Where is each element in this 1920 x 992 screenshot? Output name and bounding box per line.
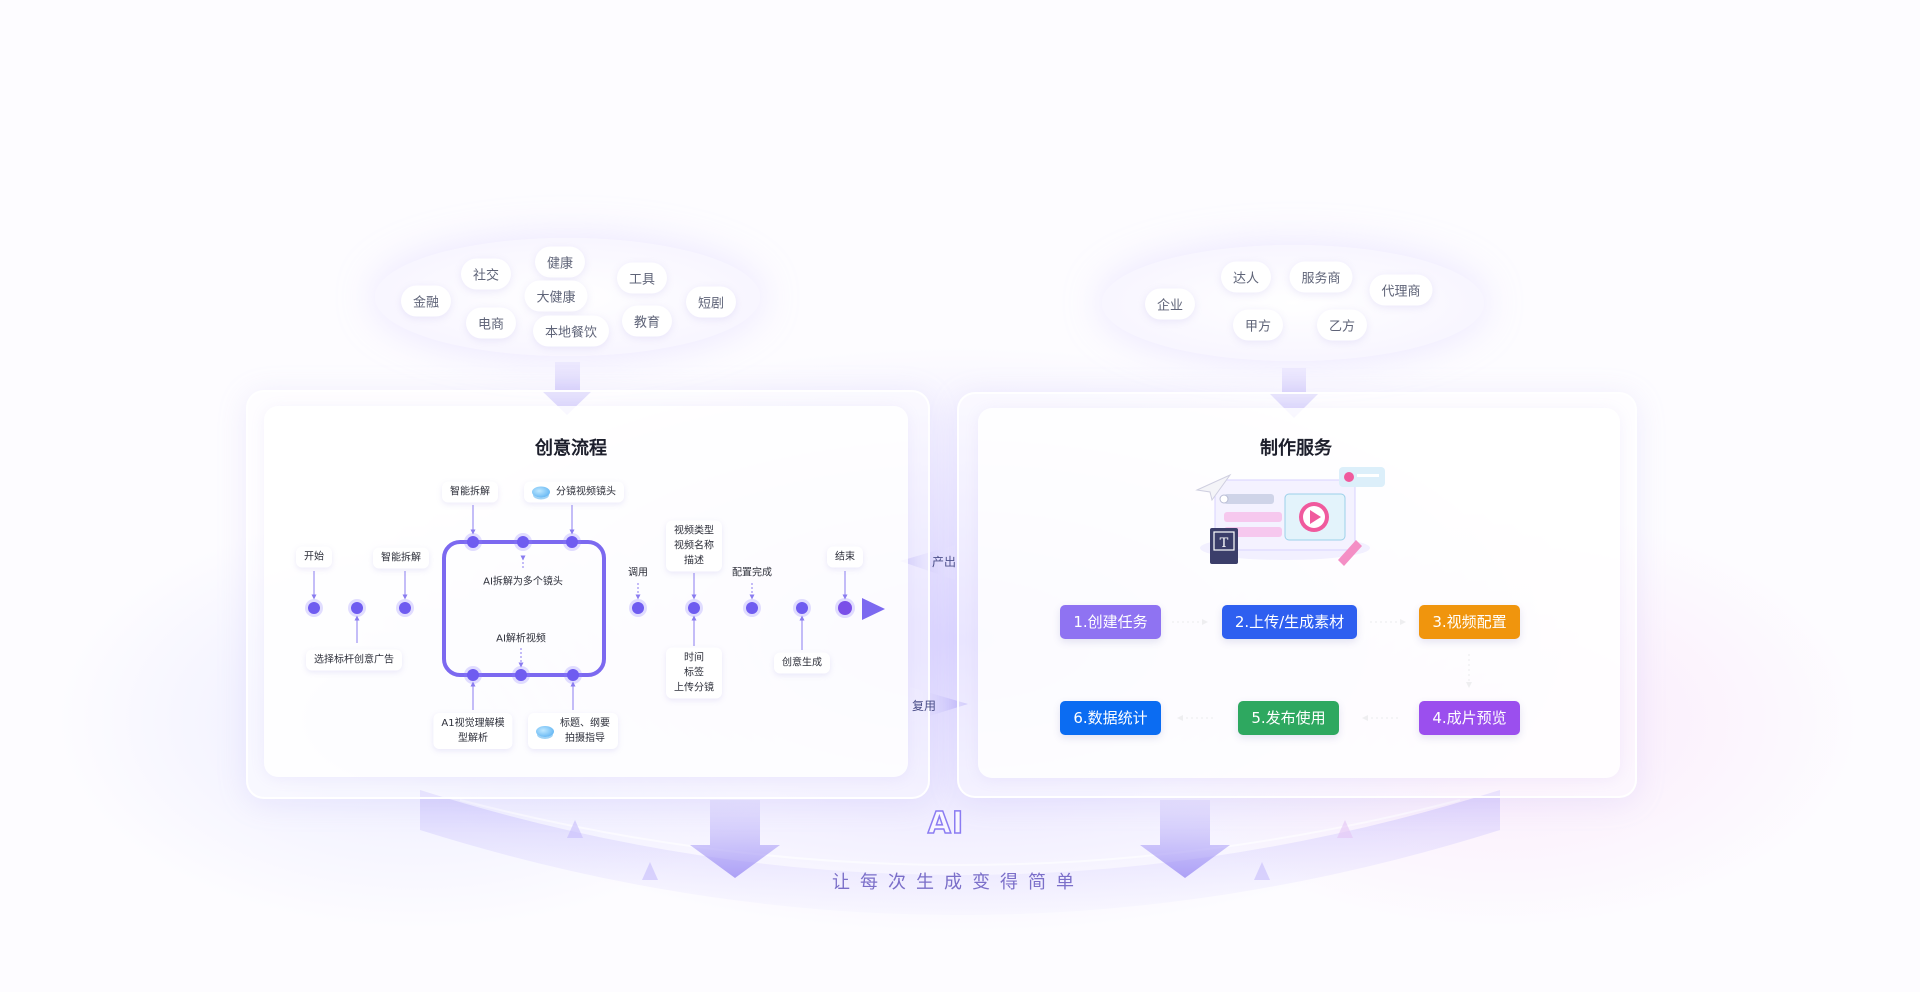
step-statistics[interactable]: 6.数据统计 xyxy=(1060,701,1161,735)
down-arrow-right xyxy=(1140,800,1230,878)
industry-tag: 大健康 xyxy=(524,280,588,312)
node-config-done xyxy=(746,602,758,614)
step-create-task-label: 1.创建任务 xyxy=(1073,613,1148,631)
step-preview[interactable]: 4.成片预览 xyxy=(1419,701,1520,735)
database-icon xyxy=(536,725,554,737)
paper-plane-icon xyxy=(1195,473,1232,502)
node-box-top-2 xyxy=(517,536,529,548)
node-box-top-3 xyxy=(566,536,578,548)
label-time-tag: 时间 标签 上传分镜 xyxy=(666,647,722,699)
database-icon xyxy=(532,486,550,497)
creative-panel-title: 创意流程 xyxy=(535,438,607,459)
step-upload-material[interactable]: 2.上传/生成素材 xyxy=(1222,605,1357,639)
reuse-label: 复用 xyxy=(912,699,937,713)
label-end: 结束 xyxy=(827,546,863,568)
label-benchmark-ad: 选择标杆创意广告 xyxy=(306,649,402,671)
svg-text:T: T xyxy=(1220,536,1229,551)
label-start: 开始 xyxy=(296,546,332,568)
label-shot-split-text: 分镜视频镜头 xyxy=(556,486,616,498)
step-create-task[interactable]: 1.创建任务 xyxy=(1060,605,1161,639)
industry-tag: 健康 xyxy=(534,246,586,278)
ai-logo: AI xyxy=(927,805,965,842)
industry-tag: 教育 xyxy=(621,305,673,337)
cloud-arrow-left xyxy=(541,362,593,415)
node-start xyxy=(308,602,320,614)
reuse-arrow xyxy=(910,687,968,722)
label-title-summary: 标题、纲要 拍摄指导 xyxy=(528,713,618,749)
step-upload-material-label: 2.上传/生成素材 xyxy=(1234,613,1345,631)
output-label: 产出 xyxy=(932,555,957,569)
industry-tag: 短剧 xyxy=(685,286,737,318)
node-video-meta xyxy=(688,602,700,614)
video-editor-illustration: T xyxy=(1195,467,1385,566)
industry-tag: 工具 xyxy=(616,262,668,294)
bottom-arc xyxy=(420,790,1500,915)
output-arrow xyxy=(900,545,955,580)
role-tag: 代理商 xyxy=(1369,274,1433,306)
pencil-icon xyxy=(1338,540,1362,566)
node-benchmark xyxy=(351,602,363,614)
down-arrow-left xyxy=(690,800,780,878)
label-visual-model: A1视觉理解模 型解析 xyxy=(433,713,513,749)
label-creative-gen: 创意生成 xyxy=(774,652,830,674)
step-publish-label: 5.发布使用 xyxy=(1251,709,1326,727)
label-ai-split-multi: AI拆解为多个镜头 xyxy=(483,576,563,588)
industry-tag: 社交 xyxy=(460,258,512,290)
label-invoke: 调用 xyxy=(628,567,648,579)
node-box-bottom-3 xyxy=(567,669,579,681)
label-video-meta: 视频类型 视频名称 描述 xyxy=(666,520,722,572)
step-statistics-label: 6.数据统计 xyxy=(1073,709,1148,727)
step-video-config[interactable]: 3.视频配置 xyxy=(1419,605,1520,639)
label-ai-parse-video: AI解析视频 xyxy=(496,633,546,645)
industry-tag: 金融 xyxy=(400,285,452,317)
label-config-done: 配置完成 xyxy=(732,567,772,579)
node-smart-split xyxy=(399,602,411,614)
role-tag: 甲方 xyxy=(1232,309,1284,341)
node-box-top-1 xyxy=(467,536,479,548)
label-smart-split-left: 智能拆解 xyxy=(373,547,429,569)
role-tag: 达人 xyxy=(1220,261,1272,293)
industry-tag: 本地餐饮 xyxy=(532,315,610,347)
industry-tag: 电商 xyxy=(465,307,517,339)
node-box-bottom-2 xyxy=(515,669,527,681)
role-tag: 乙方 xyxy=(1316,309,1368,341)
production-panel-title: 制作服务 xyxy=(1260,438,1332,459)
step-preview-label: 4.成片预览 xyxy=(1432,709,1507,727)
label-title-summary-text: 标题、纲要 拍摄指导 xyxy=(560,718,610,744)
step-publish[interactable]: 5.发布使用 xyxy=(1238,701,1339,735)
label-shot-split: 分镜视频镜头 xyxy=(524,481,624,503)
label-smart-split-top: 智能拆解 xyxy=(442,481,498,503)
node-invoke xyxy=(632,602,644,614)
node-box-bottom-1 xyxy=(467,669,479,681)
node-end xyxy=(838,601,852,615)
role-tag: 企业 xyxy=(1144,288,1196,320)
role-tag: 服务商 xyxy=(1289,261,1353,293)
node-creative-gen xyxy=(796,602,808,614)
text-icon xyxy=(1210,528,1238,564)
step-video-config-label: 3.视频配置 xyxy=(1432,613,1507,631)
slogan: 让每次生成变得简单 xyxy=(832,872,1084,893)
